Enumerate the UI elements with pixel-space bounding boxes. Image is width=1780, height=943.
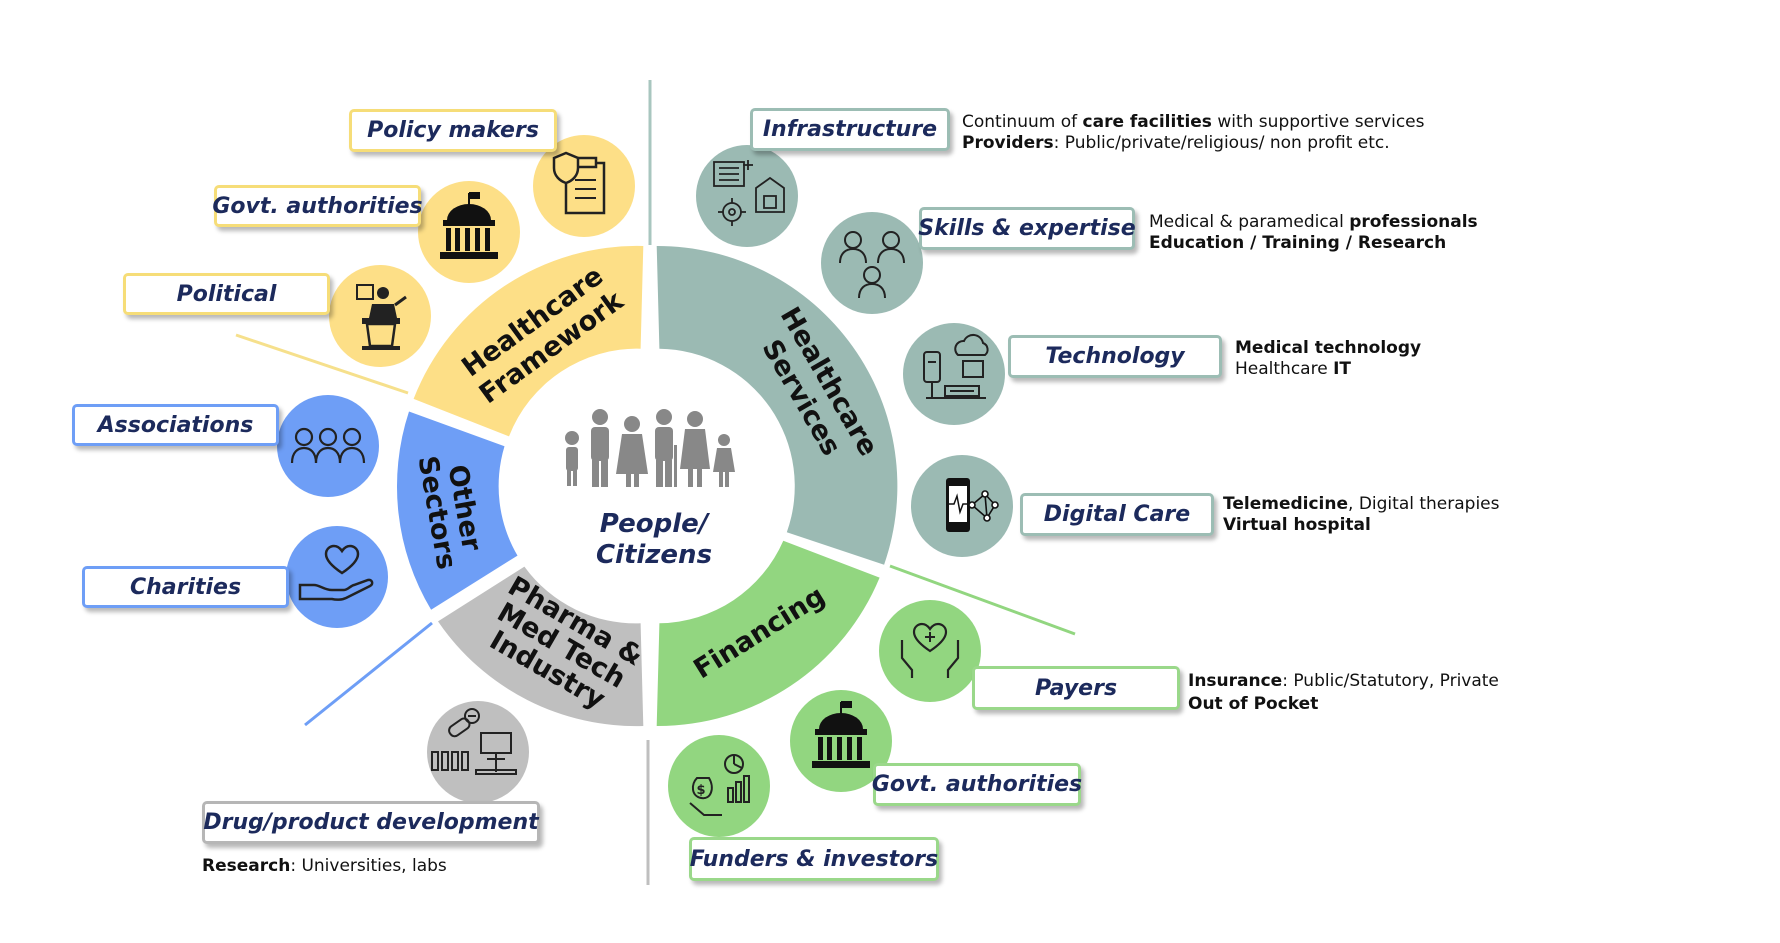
label-charities: Charities <box>82 566 289 608</box>
people-family-icon <box>565 409 735 487</box>
government-building-icon-financing <box>790 690 892 792</box>
divider-lower-left <box>304 621 433 727</box>
desc-skills-l1a: Medical & paramedical <box>1149 212 1350 232</box>
desc-infra-l1c: with supportive services <box>1211 112 1425 132</box>
desc-infra-l2a: Providers <box>962 133 1054 153</box>
desc-research-b: : Universities, labs <box>290 856 447 876</box>
label-drug-product-development: Drug/product development <box>202 801 540 844</box>
medical-professionals-icon <box>821 212 923 314</box>
segment-financing <box>656 540 880 727</box>
government-building-icon <box>418 181 520 283</box>
political-speaker-icon <box>329 265 431 367</box>
charity-hand-heart-icon <box>286 526 388 628</box>
label-funders-investors: Funders & investors <box>689 837 939 881</box>
desc-infrastructure: Continuum of care facilities with suppor… <box>962 112 1424 154</box>
digital-care-phone-icon <box>911 455 1013 557</box>
desc-digital-care: Telemedicine, Digital therapies Virtual … <box>1223 494 1500 536</box>
center-title-line2: Citizens <box>596 540 712 570</box>
desc-tech-l1a: Medical technology <box>1235 338 1422 358</box>
payers-care-hands-icon <box>879 600 981 702</box>
desc-payers-l1a: Insurance <box>1188 671 1283 691</box>
label-skills-expertise: Skills & expertise <box>918 207 1136 250</box>
desc-skills: Medical & paramedical professionals Educ… <box>1149 212 1478 254</box>
associations-people-icon <box>277 395 379 497</box>
label-govt-authorities-framework: Govt. authorities <box>212 185 423 227</box>
label-payers: Payers <box>972 666 1180 710</box>
divider-upper-left <box>235 333 409 395</box>
svg-text:$: $ <box>696 783 705 798</box>
desc-research: Research: Universities, labs <box>202 856 447 877</box>
desc-tech-l2b: IT <box>1333 359 1351 379</box>
desc-infra-l1b: care facilities <box>1082 112 1212 132</box>
funders-investment-icon: $ <box>668 735 770 837</box>
label-govt-authorities-financing: Govt. authorities <box>872 763 1082 806</box>
desc-tech-l2a: Healthcare <box>1235 359 1334 379</box>
center-title-line1: People/ <box>600 509 711 539</box>
label-policy-makers: Policy makers <box>349 109 557 152</box>
label-infrastructure: Infrastructure <box>750 108 950 151</box>
desc-infra-l2b: : Public/private/religious/ non profit e… <box>1053 133 1390 153</box>
desc-payers-l1b: : Public/Statutory, Private <box>1282 671 1499 691</box>
segment-other-sectors <box>396 411 518 610</box>
desc-skills-l2a: Education / Training / Research <box>1149 233 1447 253</box>
desc-infra-l1a: Continuum of <box>962 112 1083 132</box>
desc-digital-l1b: , Digital therapies <box>1348 494 1500 514</box>
label-digital-care: Digital Care <box>1020 493 1214 536</box>
desc-research-a: Research <box>202 856 291 876</box>
desc-technology: Medical technology Healthcare IT <box>1235 338 1421 380</box>
segment-healthcare-services <box>656 245 898 565</box>
label-associations: Associations <box>72 404 279 446</box>
desc-skills-l1b: professionals <box>1349 212 1478 232</box>
desc-digital-l1a: Telemedicine <box>1223 494 1349 514</box>
pharma-lab-icon <box>427 701 529 803</box>
divider-right <box>889 564 1076 636</box>
desc-payers-l2a: Out of Pocket <box>1188 694 1319 714</box>
desc-digital-l2a: Virtual hospital <box>1223 515 1371 535</box>
policy-document-icon <box>533 135 635 237</box>
label-political: Political <box>123 273 330 315</box>
segment-healthcare-framework <box>413 245 644 437</box>
segment-pharma-medtech <box>438 566 644 727</box>
infrastructure-facilities-icon <box>696 145 798 247</box>
desc-payers: Insurance: Public/Statutory, Private Out… <box>1188 671 1499 715</box>
label-technology: Technology <box>1008 335 1222 378</box>
medical-technology-icon <box>903 323 1005 425</box>
